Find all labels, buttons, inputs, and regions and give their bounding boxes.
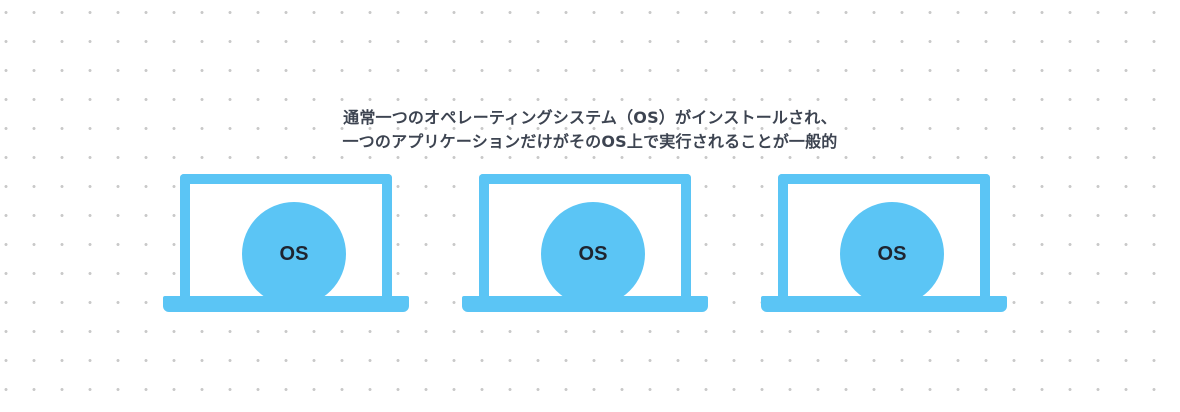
os-circle: OS: [840, 202, 944, 306]
caption-line-1: 通常一つのオペレーティングシステム（OS）がインストールされ、: [343, 108, 837, 127]
laptop-3: OS: [761, 174, 1007, 314]
diagram-caption: 通常一つのオペレーティングシステム（OS）がインストールされ、 一つのアプリケー…: [0, 106, 1180, 154]
laptop-screen: OS: [180, 174, 392, 306]
laptop-screen: OS: [479, 174, 691, 306]
laptop-1: OS: [163, 174, 409, 314]
laptop-base: [163, 296, 409, 312]
laptop-screen: OS: [778, 174, 990, 306]
os-label: OS: [877, 242, 907, 265]
laptop-base: [462, 296, 708, 312]
caption-line-2: 一つのアプリケーションだけがそのOS上で実行されることが一般的: [342, 132, 838, 151]
laptop-base: [761, 296, 1007, 312]
os-label: OS: [279, 242, 309, 265]
laptop-2: OS: [462, 174, 708, 314]
os-circle: OS: [242, 202, 346, 306]
os-label: OS: [578, 242, 608, 265]
os-circle: OS: [541, 202, 645, 306]
